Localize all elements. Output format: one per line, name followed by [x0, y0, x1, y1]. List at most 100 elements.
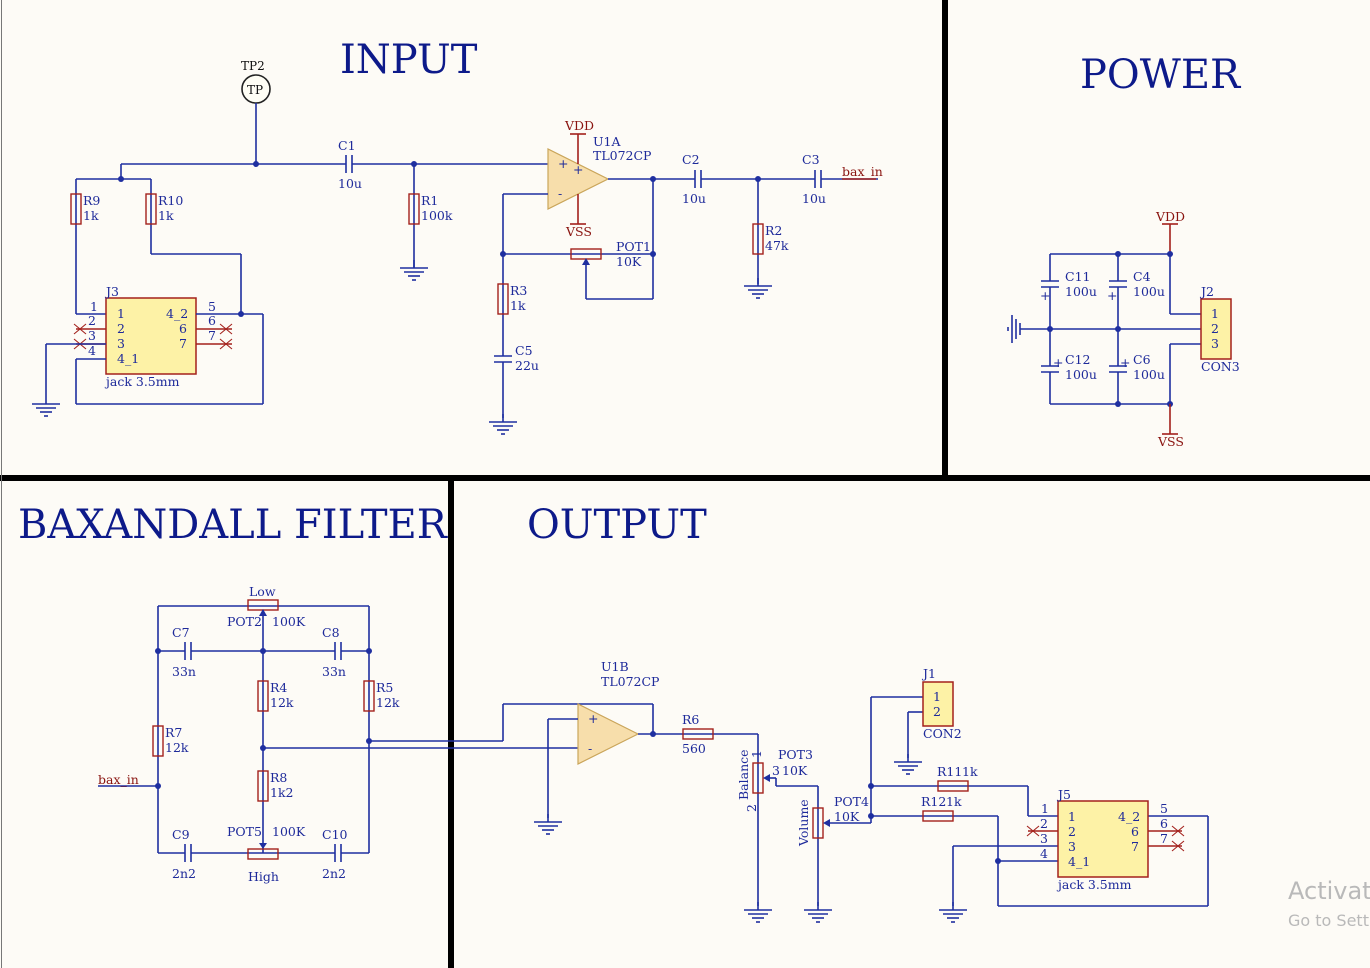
c5-value: 22u: [515, 358, 539, 373]
j3-pin-2: 2: [88, 313, 96, 328]
c7-value: 33n: [172, 664, 196, 679]
power-vdd: VDD: [1155, 209, 1185, 224]
input-circuit: TP TP2 C1 10u R1 100k R9 1k R10 1k: [31, 59, 883, 435]
j2-pin-1: 1: [1211, 306, 1219, 321]
j5-jack: [1057, 800, 1149, 878]
j1-ground: [893, 753, 923, 775]
j3-pin-1: 1: [90, 299, 98, 314]
j1-connector: [922, 681, 954, 727]
pot2-low-label: Low: [249, 584, 276, 599]
pot2-ref: POT2: [227, 614, 262, 629]
c6-ref: C6: [1133, 352, 1151, 367]
c12-plus: +: [1053, 355, 1063, 370]
u1b-ground: [533, 813, 563, 835]
power-circuit: VDD VSS + C11 100u + C4 100u + C12: [1007, 209, 1240, 449]
pot5-ref: POT5: [227, 824, 262, 839]
pot2-value: 100K: [272, 614, 306, 629]
r8-value: 1k2: [270, 785, 293, 800]
c12-value: 100u: [1065, 367, 1097, 382]
bax-in-net-label-filter: bax_in: [98, 772, 139, 787]
j2-value: CON3: [1201, 359, 1240, 374]
r1-ground: [399, 259, 429, 281]
r10-value: 1k: [158, 208, 174, 223]
j3-pin-in4: 4_1: [117, 351, 139, 366]
c9-ref: C9: [172, 827, 190, 842]
r2-ground: [743, 277, 773, 299]
j5-ground: [938, 901, 968, 923]
j1-pin-2: 2: [933, 704, 941, 719]
r4-value: 12k: [270, 695, 294, 710]
pot3-pin2: 2: [744, 804, 759, 812]
c5-capacitor: [494, 356, 512, 362]
u1a-plus-2: +: [573, 162, 583, 177]
r8-ref: R8: [270, 770, 287, 785]
volume-label: Volume: [796, 799, 811, 847]
r3-ref: R3: [510, 283, 527, 298]
pot3-pin1: 1: [749, 750, 764, 758]
c4-ref: C4: [1133, 269, 1151, 284]
j5-ref: J5: [1056, 787, 1071, 802]
pot3-value: 10K: [782, 763, 808, 778]
pot4-ground: [803, 901, 833, 923]
c3-capacitor: [815, 170, 821, 188]
u1a-ref: U1A: [593, 134, 621, 149]
j5-pin-2: 2: [1040, 816, 1048, 831]
r6-value: 560: [682, 741, 706, 756]
r6-ref: R6: [682, 712, 699, 727]
j5-pin-1: 1: [1041, 801, 1049, 816]
pot4-value: 10K: [834, 809, 860, 824]
j2-pin-2: 2: [1211, 321, 1219, 336]
j3-pin-5: 5: [208, 299, 216, 314]
c3-value: 10u: [802, 191, 826, 206]
j3-pin-7: 7: [208, 328, 216, 343]
r11-value: 1k: [962, 764, 978, 779]
r7-ref: R7: [165, 725, 182, 740]
c10-capacitor: [335, 844, 341, 862]
u1a-plus-1: +: [558, 156, 568, 171]
j5-pin-in4: 4_1: [1068, 854, 1090, 869]
j3-value: jack 3.5mm: [104, 374, 180, 389]
baxandall-circuit: Low POT2 100K C7 33n C8 33n R4 12k R5 12…: [98, 584, 654, 884]
j3-ref: J3: [104, 284, 119, 299]
c8-capacitor: [335, 642, 341, 660]
c10-value: 2n2: [322, 866, 346, 881]
c4-plus: +: [1107, 288, 1117, 303]
activation-watermark-subtitle: Go to Sett: [1288, 911, 1369, 930]
j1-value: CON2: [923, 726, 962, 741]
j5-pin-in5: 4_2: [1118, 809, 1140, 824]
testpoint-label: TP: [247, 83, 263, 97]
r11-ref: R11: [937, 764, 962, 779]
c11-value: 100u: [1065, 284, 1097, 299]
u1b-plus: +: [588, 711, 598, 726]
j5-pin-4: 4: [1040, 846, 1048, 861]
c7-ref: C7: [172, 625, 190, 640]
j5-pin-in3: 3: [1068, 839, 1076, 854]
j5-pin-in6: 6: [1131, 824, 1139, 839]
balance-label: Balance: [736, 749, 751, 800]
c7-capacitor: [185, 642, 191, 660]
pot3-ref: POT3: [778, 747, 813, 762]
u1b-minus: -: [588, 741, 592, 756]
j3-pin-6: 6: [208, 313, 216, 328]
c1-capacitor: [346, 155, 352, 173]
c11-capacitor: [1041, 281, 1059, 287]
r4-ref: R4: [270, 680, 287, 695]
j2-ref: J2: [1199, 284, 1214, 299]
j5-pin-7: 7: [1160, 831, 1168, 846]
c5-ref: C5: [515, 343, 533, 358]
pot3-pin3: 3: [772, 763, 780, 778]
c9-value: 2n2: [172, 866, 196, 881]
j3-ground: [31, 395, 61, 417]
r7-value: 12k: [165, 740, 189, 755]
r10-ref: R10: [158, 193, 183, 208]
j1-ref: J1: [921, 666, 936, 681]
c2-ref: C2: [682, 152, 700, 167]
c8-value: 33n: [322, 664, 346, 679]
u1b-value: TL072CP: [601, 674, 659, 689]
input-section-title: INPUT: [340, 37, 478, 83]
pot4-ref: POT4: [834, 794, 869, 809]
r12-ref: R12: [921, 794, 946, 809]
c6-plus: +: [1120, 355, 1130, 370]
